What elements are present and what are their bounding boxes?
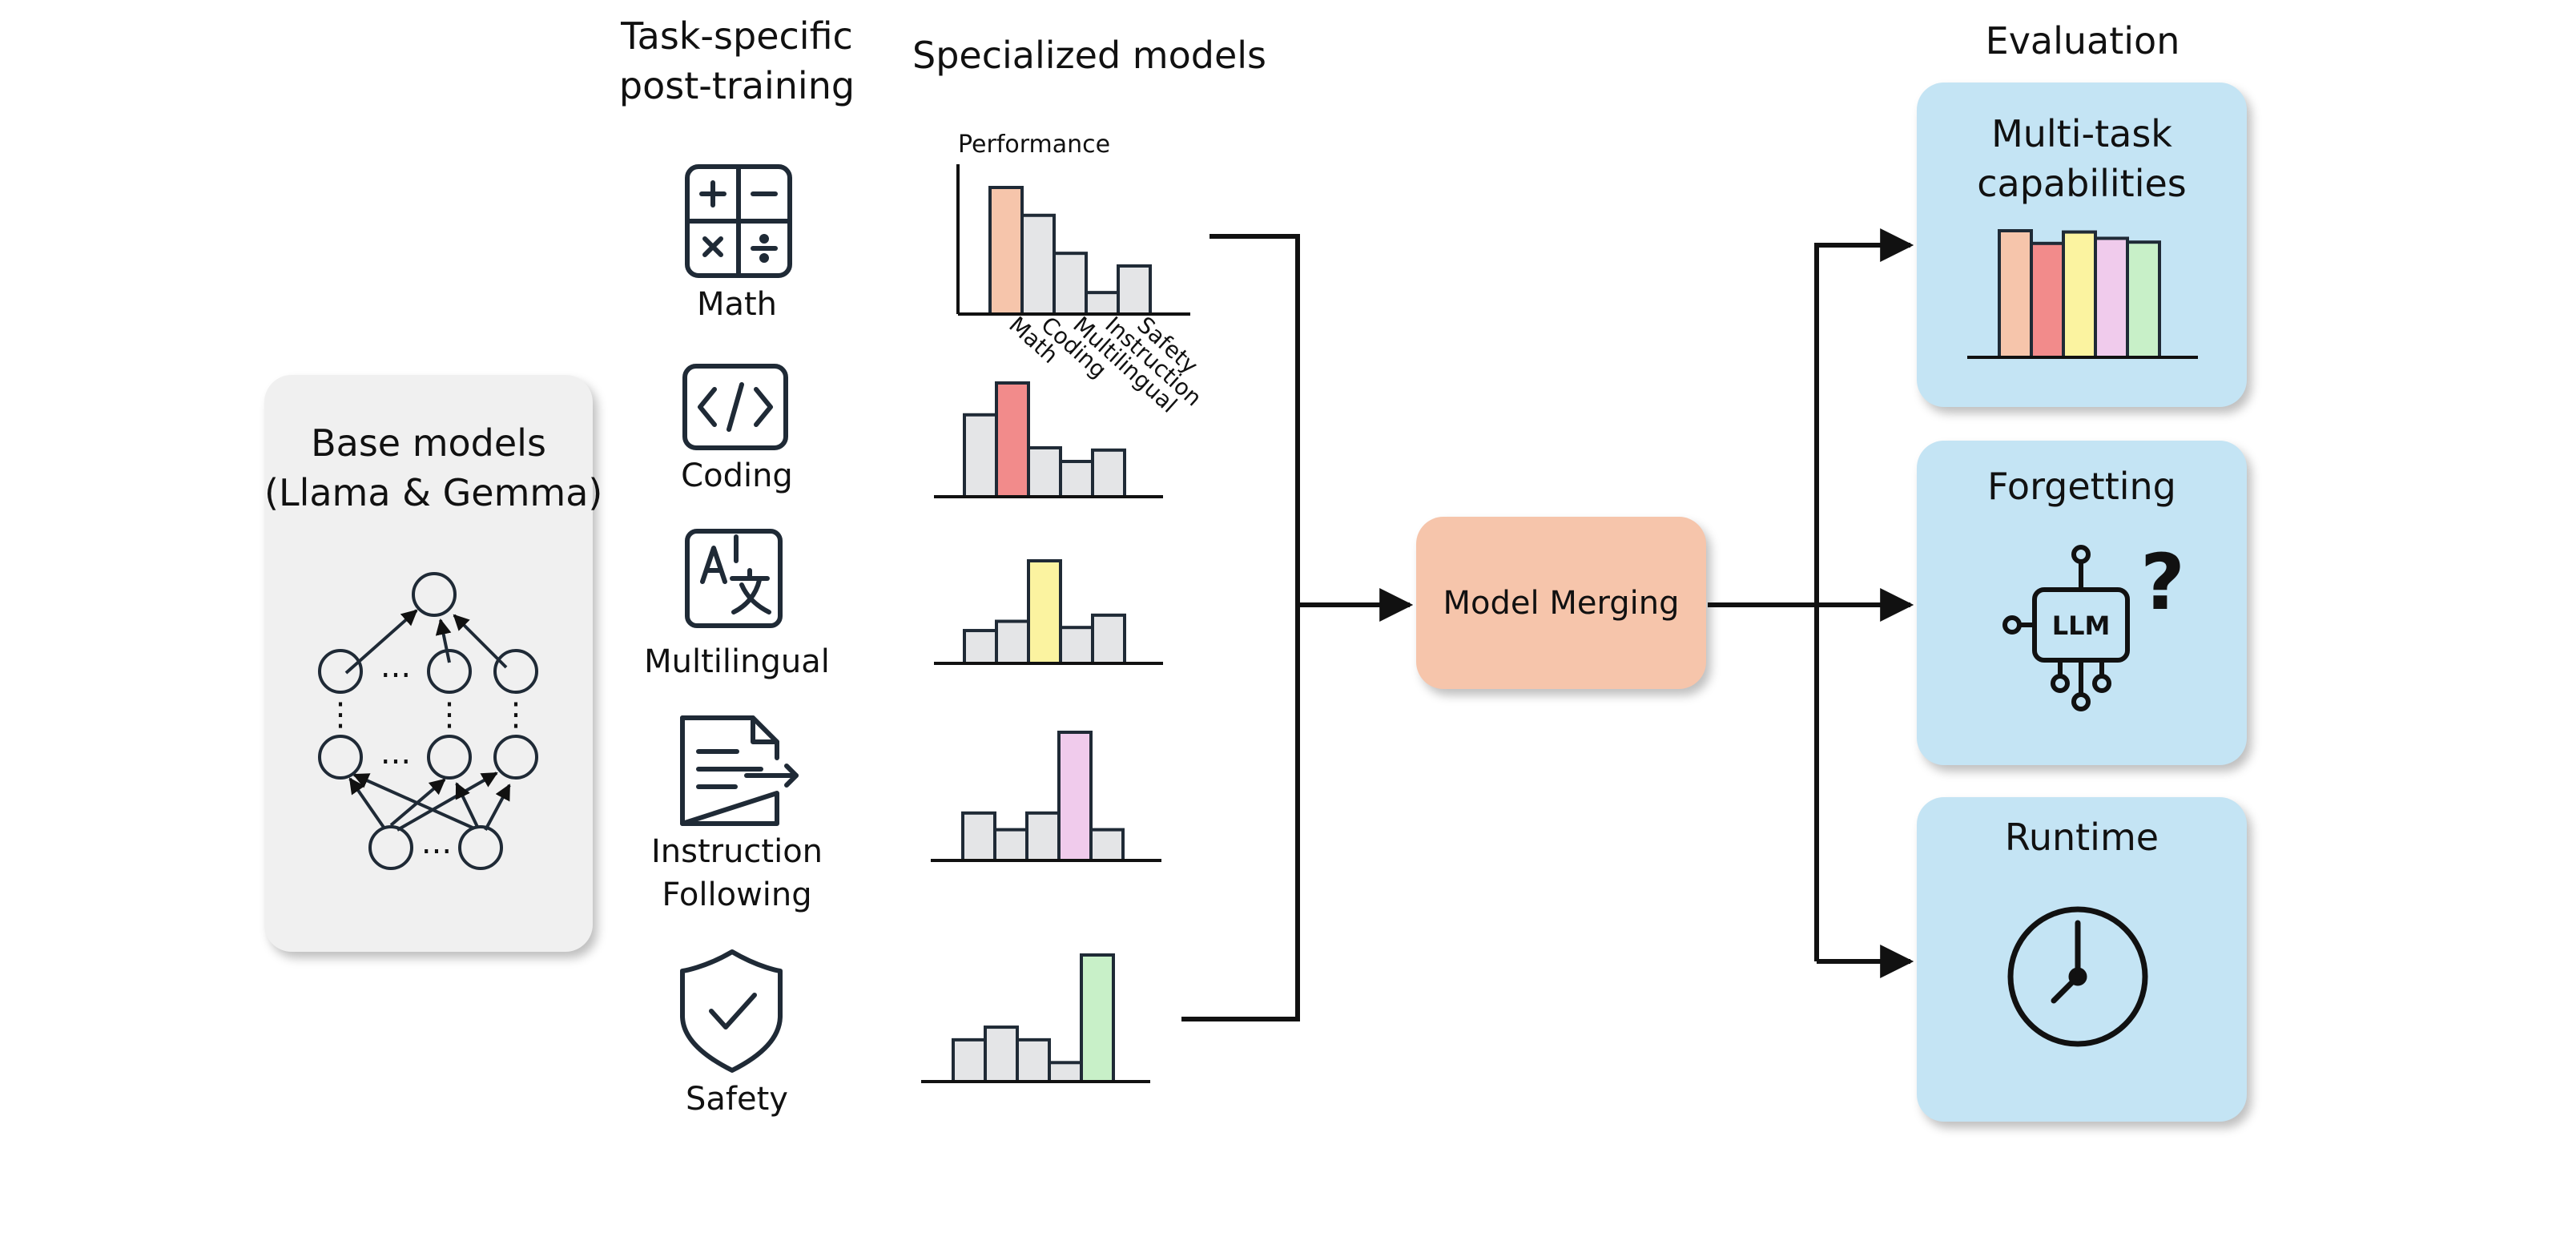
bar-safety bbox=[1117, 264, 1152, 316]
bar-coding bbox=[995, 381, 1030, 498]
network-vdots: ⋮ bbox=[324, 696, 356, 733]
bar-chart-4 bbox=[921, 953, 1150, 1084]
llm-chip-icon bbox=[2002, 545, 2130, 711]
bar-safety bbox=[1089, 828, 1125, 862]
bar-math bbox=[1998, 229, 2033, 359]
bar-math bbox=[961, 811, 996, 862]
network-ellipsis: ... bbox=[380, 648, 411, 685]
bar-multilingual bbox=[1027, 445, 1062, 499]
bar-math bbox=[952, 1038, 987, 1083]
bar-instruction bbox=[1048, 1061, 1083, 1084]
bar-math bbox=[963, 413, 998, 499]
bar-multilingual bbox=[2062, 230, 2097, 359]
document-icon bbox=[680, 715, 799, 826]
bar-coding bbox=[984, 1025, 1019, 1084]
code-icon bbox=[682, 364, 788, 450]
math-icon bbox=[685, 164, 792, 278]
bar-instruction bbox=[1057, 731, 1093, 862]
eval-multitask-title: Multi-task capabilities bbox=[1977, 112, 2187, 205]
bar-math bbox=[988, 186, 1024, 316]
chart-ylabel-performance: Performance bbox=[958, 131, 1110, 159]
network-node bbox=[318, 735, 363, 780]
task-label-coding: Coding bbox=[681, 457, 793, 494]
bar-instruction bbox=[2094, 236, 2129, 360]
network-node-output bbox=[412, 572, 457, 617]
bar-coding bbox=[995, 619, 1030, 666]
bar-safety bbox=[1091, 448, 1126, 499]
bar-math bbox=[963, 629, 998, 665]
bar-safety bbox=[1080, 953, 1115, 1083]
network-node bbox=[427, 649, 472, 694]
network-ellipsis: ... bbox=[421, 824, 452, 861]
network-node bbox=[318, 649, 363, 694]
bar-instruction bbox=[1059, 459, 1094, 498]
task-label-safety: Safety bbox=[686, 1081, 788, 1118]
task-label-multilingual: Multilingual bbox=[644, 643, 830, 680]
task-label-math: Math bbox=[696, 286, 778, 323]
clock-icon bbox=[2007, 906, 2148, 1047]
bar-chart-2 bbox=[934, 559, 1163, 666]
network-node bbox=[493, 735, 538, 780]
network-node-input bbox=[368, 825, 413, 870]
bar-chart-5 bbox=[1967, 229, 2198, 360]
bar-coding bbox=[993, 828, 1028, 862]
neural-network-icon bbox=[318, 572, 538, 870]
question-mark-icon: ? bbox=[2140, 538, 2185, 627]
bar-safety bbox=[1091, 613, 1126, 666]
network-node bbox=[427, 735, 472, 780]
bar-coding bbox=[2030, 241, 2065, 359]
bar-multilingual bbox=[1027, 559, 1062, 665]
network-node bbox=[493, 649, 538, 694]
post-training-title: Task-specific post-training bbox=[618, 14, 855, 107]
shield-check-icon bbox=[680, 949, 783, 1073]
bar-coding bbox=[1020, 213, 1056, 316]
bar-instruction bbox=[1059, 626, 1094, 666]
specialized-models-title: Specialized models bbox=[912, 34, 1266, 77]
bar-instruction bbox=[1085, 291, 1120, 316]
model-merging-box[interactable]: Model Merging bbox=[1416, 517, 1706, 689]
network-node-input bbox=[458, 825, 503, 870]
merge-connector bbox=[1181, 234, 1414, 1021]
model-merging-label: Model Merging bbox=[1443, 584, 1680, 622]
eval-forgetting-title: Forgetting bbox=[1987, 465, 2176, 508]
bar-multilingual bbox=[1053, 252, 1088, 316]
bar-safety bbox=[2126, 240, 2161, 359]
evaluation-title: Evaluation bbox=[1985, 19, 2180, 62]
eval-runtime-panel bbox=[1917, 797, 2247, 1122]
translate-icon bbox=[685, 529, 783, 628]
bar-chart-1 bbox=[934, 381, 1163, 499]
bar-multilingual bbox=[1025, 811, 1061, 862]
task-label-instruction: Instruction Following bbox=[650, 833, 823, 913]
base-models-title: Base models (Llama & Gemma) bbox=[264, 421, 603, 514]
bar-chart-3 bbox=[931, 731, 1161, 862]
bar-multilingual bbox=[1016, 1038, 1051, 1083]
network-vdots: ⋮ bbox=[433, 696, 465, 733]
network-vdots: ⋮ bbox=[500, 696, 532, 733]
llm-chip-label: LLM bbox=[2052, 610, 2111, 641]
network-ellipsis: ... bbox=[380, 735, 411, 772]
evaluation-connector bbox=[1708, 228, 1914, 978]
eval-runtime-title: Runtime bbox=[2004, 816, 2159, 859]
